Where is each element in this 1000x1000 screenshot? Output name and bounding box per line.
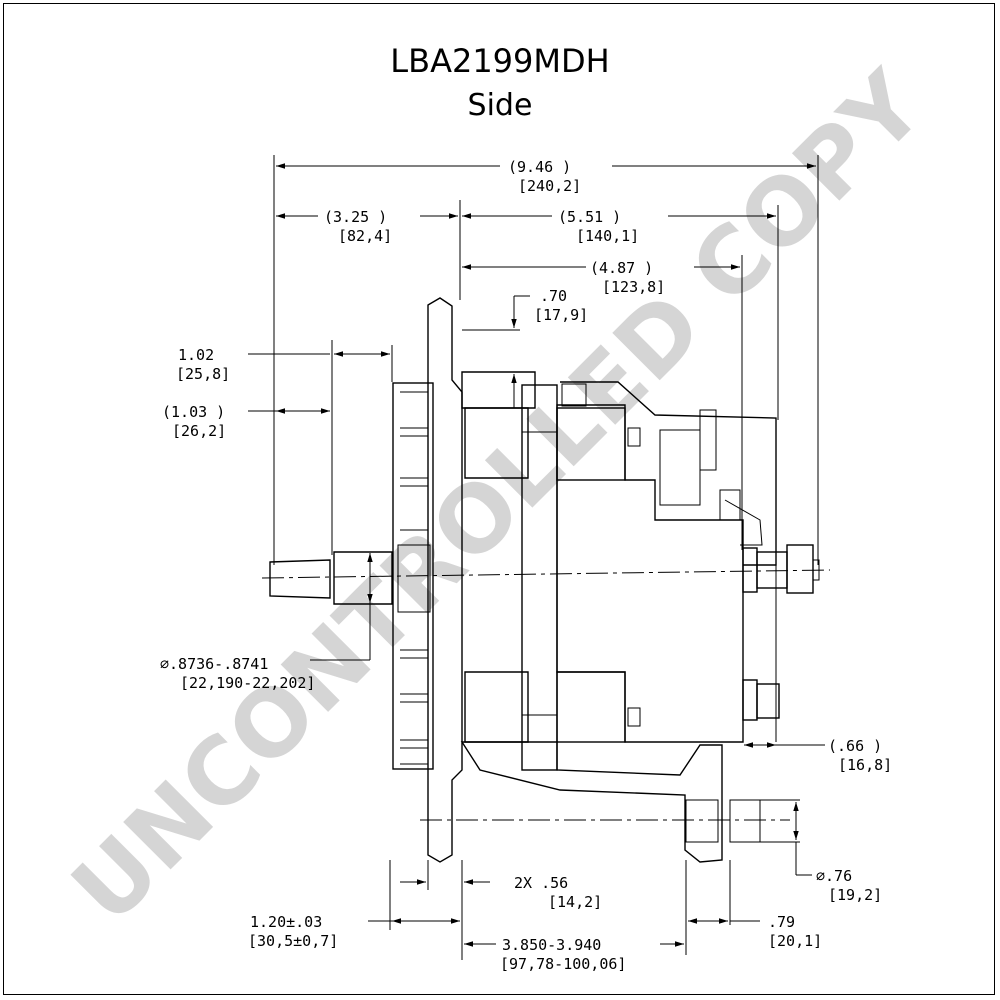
ground-stud-base (742, 679, 758, 721)
dim-shaft-step-in: 1.02 (178, 346, 214, 364)
alternator-body-outline (261, 297, 831, 863)
dim-ear-offset-mm: [17,9] (534, 306, 588, 324)
lower-bolt-head (627, 707, 641, 727)
watermark-text: UNCONTROLLED COPY (52, 51, 945, 944)
dim-ear-width-mm: [14,2] (548, 893, 602, 911)
dim-shaft-step-mm: [25,8] (176, 365, 230, 383)
dim-front-to-mount-in: (3.25 ) (324, 208, 387, 226)
output-stud-base (742, 547, 758, 593)
upper-bolt-boss-front (464, 407, 529, 479)
shaft-centerline (261, 569, 831, 579)
dim-mount-hole-diameter-in: ∅.76 (816, 867, 852, 885)
dim-terminal-offset-mm: [16,8] (838, 756, 892, 774)
upper-bolt-boss-rear (556, 407, 626, 481)
dim-foot-width-mm: [20,1] (768, 932, 822, 950)
mounting-foot (460, 741, 723, 863)
shaft-shoulder (333, 551, 393, 605)
dim-foot-width-in: .79 (768, 913, 795, 931)
view-label: Side (467, 88, 533, 123)
dim-shaft-length-in: (1.03 ) (162, 403, 225, 421)
dim-mount-span-in: 3.850-3.940 (502, 936, 601, 954)
dim-mount-hole-diameter-mm: [19,2] (828, 886, 882, 904)
drawing-title: LBA2199MDH (390, 42, 610, 80)
output-stud-tip (812, 559, 820, 581)
drawing-border (3, 3, 995, 995)
ground-stud-nut (756, 683, 780, 719)
dimension-lines (248, 155, 825, 960)
dim-ear-width-in: 2X .56 (514, 874, 568, 892)
upper-bolt-head (627, 427, 641, 447)
front-mount-ear (427, 297, 463, 863)
dim-pulley-width-in: 1.20±.03 (250, 913, 322, 931)
dimension-labels: (9.46 ) [240,2] (3.25 ) [82,4] (5.51 ) [… (160, 158, 892, 973)
lower-bolt-boss-front (464, 671, 529, 743)
dim-terminal-offset-in: (.66 ) (828, 737, 882, 755)
output-stud-washer (786, 544, 814, 594)
lower-bolt-boss-rear (556, 671, 626, 743)
dim-mount-to-rear-in: (5.51 ) (558, 208, 621, 226)
shaft-tip (269, 559, 331, 599)
output-stud-nut (756, 551, 788, 589)
dim-shaft-diameter-mm: [22,190-22,202] (180, 674, 315, 692)
dim-shaft-diameter-in: ∅.8736-.8741 (160, 655, 268, 673)
dim-shaft-length-mm: [26,2] (172, 422, 226, 440)
fan-pulley (392, 382, 434, 770)
plug-body (659, 429, 701, 506)
dim-mount-to-rear-mm: [140,1] (576, 227, 639, 245)
dim-front-to-mount-mm: [82,4] (338, 227, 392, 245)
dim-overall-length-in: (9.46 ) (508, 158, 571, 176)
regulator-cap (561, 383, 587, 407)
dim-mount-span-mm: [97,78-100,06] (500, 955, 626, 973)
dim-pulley-width-mm: [30,5±0,7] (248, 932, 338, 950)
dim-overall-length-mm: [240,2] (518, 177, 581, 195)
mount-hole-sleeve (729, 799, 761, 843)
dim-ear-offset-in: .70 (540, 287, 567, 305)
dim-mount-to-terminal-in: (4.87 ) (590, 259, 653, 277)
plug-connector (699, 409, 717, 471)
mount-hole-bushing (685, 799, 719, 843)
dim-mount-to-terminal-mm: [123,8] (602, 278, 665, 296)
